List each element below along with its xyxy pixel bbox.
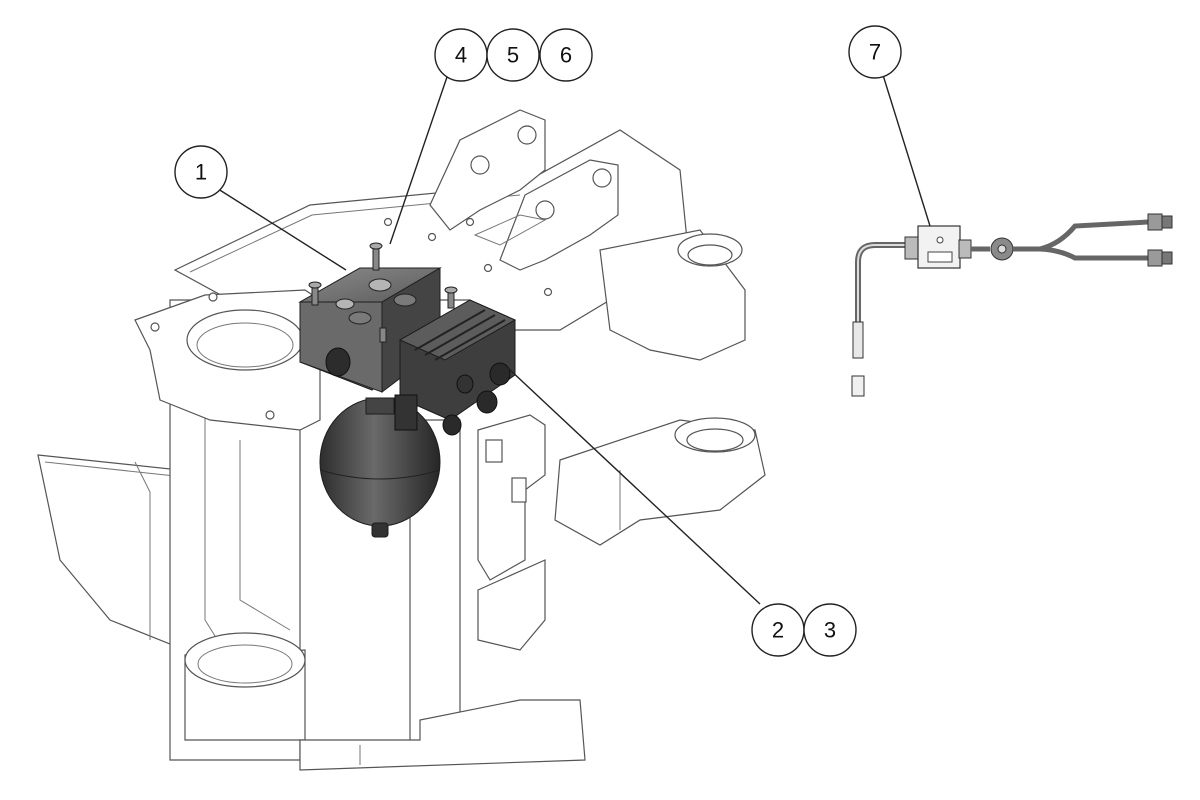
callout-7: 7 [848, 25, 902, 79]
hydraulic-valve-block [298, 242, 517, 436]
leader-lines [214, 74, 931, 605]
callout-4-label: 4 [455, 43, 467, 68]
callout-5-label: 5 [507, 43, 519, 68]
callout-2-label: 2 [772, 618, 784, 643]
callout-5: 5 [486, 28, 540, 82]
callout-balloons: 1 2 3 4 5 6 7 [174, 25, 902, 657]
callout-7-label: 7 [869, 40, 881, 65]
callout-6-label: 6 [560, 43, 572, 68]
callout-4: 4 [434, 28, 488, 82]
callout-2: 2 [751, 603, 805, 657]
callout-3-label: 3 [824, 618, 836, 643]
leader-4-5-6 [389, 76, 448, 245]
leader-7 [882, 74, 931, 227]
callout-1: 1 [174, 145, 228, 199]
leader-1 [214, 186, 347, 271]
machine-frame [37, 109, 766, 771]
callout-1-label: 1 [195, 160, 207, 185]
callout-6: 6 [539, 28, 593, 82]
pressure-sensor-harness [851, 213, 1173, 397]
callout-3: 3 [803, 603, 857, 657]
leader-2-3 [507, 367, 761, 605]
